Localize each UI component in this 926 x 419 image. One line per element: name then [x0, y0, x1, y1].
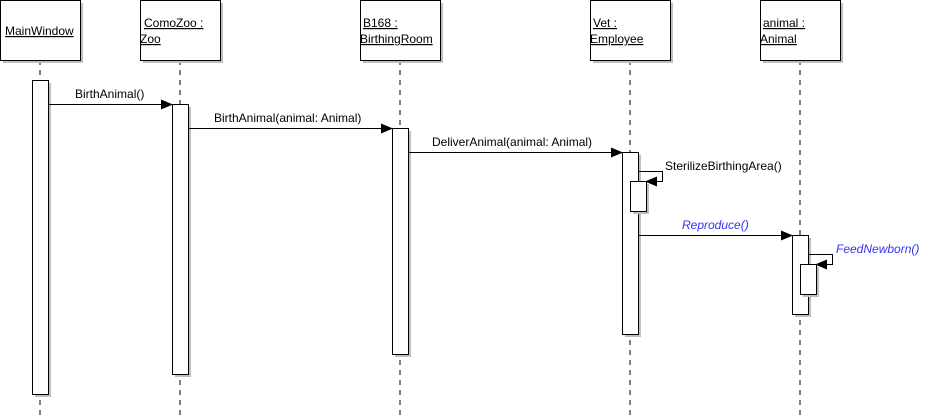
message-sterilizebirthingarea[interactable]: SterilizeBirthingArea() — [638, 159, 782, 187]
object-name: B168 : — [363, 16, 398, 30]
object-type: Animal — [760, 32, 797, 46]
activation-vet — [622, 152, 641, 337]
activation-comozoo — [172, 104, 191, 377]
object-name: MainWindow — [5, 24, 74, 38]
message-label: Reproduce() — [682, 218, 749, 232]
activation-animal-nested — [800, 264, 819, 297]
message-reproduce[interactable]: Reproduce() — [638, 218, 793, 241]
object-type: Zoo — [140, 32, 161, 46]
object-name: ComoZoo : — [144, 16, 203, 30]
activation-b168 — [392, 128, 411, 357]
message-label: SterilizeBirthingArea() — [665, 159, 782, 173]
object-mainwindow[interactable]: MainWindow — [0, 0, 84, 64]
object-vet[interactable]: Vet : Employee — [590, 0, 673, 64]
object-name: animal : — [763, 16, 805, 30]
object-comozoo[interactable]: ComoZoo : Zoo — [140, 0, 223, 64]
object-type: Employee — [590, 32, 644, 46]
object-type: BirthingRoom — [360, 32, 433, 46]
message-birthanimal-animal[interactable]: BirthAnimal(animal: Animal) — [188, 111, 393, 134]
message-feednewborn[interactable]: FeedNewborn() — [808, 242, 919, 270]
object-name: Vet : — [593, 16, 617, 30]
object-animal[interactable]: animal : Animal — [760, 0, 843, 64]
activation-vet-nested — [630, 181, 649, 214]
message-deliveranimal[interactable]: DeliverAnimal(animal: Animal) — [408, 135, 623, 158]
message-label: DeliverAnimal(animal: Animal) — [432, 135, 592, 149]
object-b168[interactable]: B168 : BirthingRoom — [360, 0, 443, 64]
message-birthanimal[interactable]: BirthAnimal() — [48, 87, 173, 110]
activation-mainwindow — [32, 80, 51, 397]
self-message-arrow — [808, 254, 833, 270]
self-message-arrow — [638, 171, 663, 187]
message-label: FeedNewborn() — [836, 242, 919, 256]
message-label: BirthAnimal(animal: Animal) — [214, 111, 361, 125]
message-label: BirthAnimal() — [75, 87, 144, 101]
